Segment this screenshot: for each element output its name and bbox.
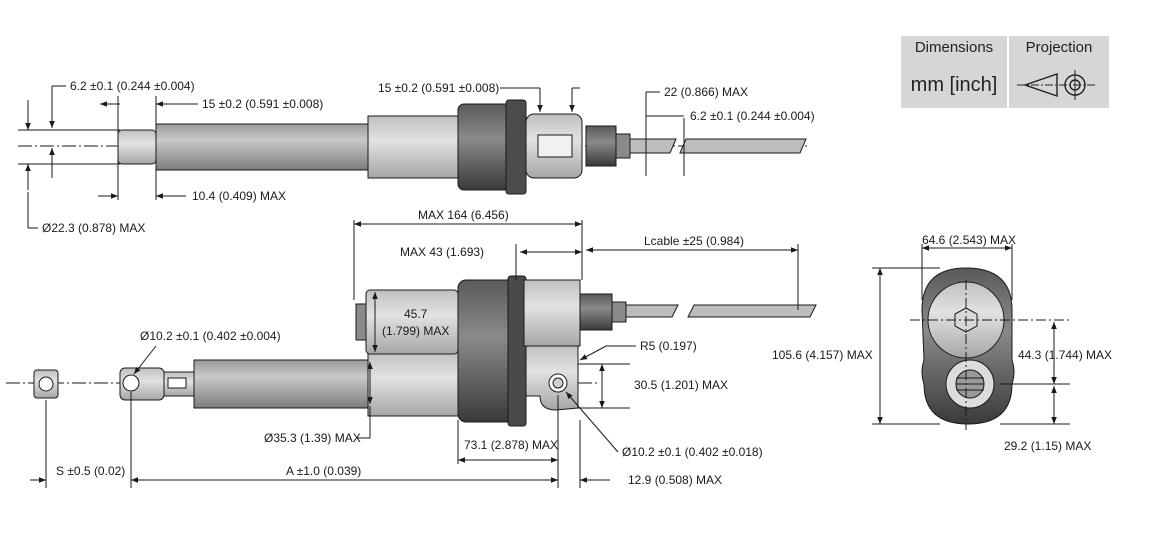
projection-header: Projection [1025,39,1093,56]
dimension-labels: 6.2 ±0.1 (0.244 ±0.004) 15 ±0.2 (0.591 ±… [42,79,1112,487]
dim-end-height: 105.6 (4.157) MAX [772,348,873,362]
units-label: mm [inch] [910,74,998,96]
side-view [6,220,817,488]
top-cable [629,138,677,154]
dim-tube-dia: Ø35.3 (1.39) MAX [264,431,361,445]
dim-overall-len: MAX 164 (6.456) [418,208,509,222]
dim-motor-dia-inch: (1.799) MAX [382,324,449,338]
dim-top-rod-end-dia: 6.2 ±0.1 (0.244 ±0.004) [70,79,195,93]
side-cable-gland [579,293,613,331]
dim-motor-dia-value: 45.7 [404,307,428,321]
dim-top-rear-slot-len: 15 ±0.2 (0.591 ±0.008) [378,81,499,95]
dim-top-body-dia: Ø22.3 (0.878) MAX [42,221,145,235]
first-angle-projection-icon [1017,70,1095,100]
dim-rear-offset: 12.9 (0.508) MAX [628,473,722,487]
dim-top-cable-gland-len: 22 (0.866) MAX [664,85,748,99]
side-motor [365,289,459,355]
dim-stroke: S ±0.5 (0.02) [56,464,125,478]
top-view [18,85,810,229]
dim-top-rod-end-len: 10.4 (0.409) MAX [192,189,286,203]
side-cable [625,304,679,318]
dim-motor-len: MAX 43 (1.693) [400,245,484,259]
top-rod-tube [155,123,369,171]
dim-top-rear-end-dia: 6.2 ±0.1 (0.244 ±0.004) [690,109,815,123]
dim-top-slot-len: 15 ±0.2 (0.591 ±0.008) [202,97,323,111]
dimensions-header: Dimensions [914,39,994,56]
dim-mount-len: A ±1.0 (0.039) [286,464,361,478]
end-view [872,244,1070,430]
dim-rear-hole: Ø10.2 ±0.1 (0.402 ±0.018) [622,445,763,459]
dim-bracket-height: 30.5 (1.201) MAX [634,378,728,392]
dim-end-lower-center: 29.2 (1.15) MAX [1004,439,1091,453]
dim-end-upper-center: 44.3 (1.744) MAX [1018,348,1112,362]
dim-bracket-len: 73.1 (2.878) MAX [464,438,558,452]
side-tube [193,359,369,409]
dim-radius: R5 (0.197) [640,339,697,353]
units-legend: Dimensions Projection mm [inch] [901,36,1109,108]
dim-front-hole: Ø10.2 ±0.1 (0.402 ±0.004) [140,329,281,343]
top-cable-gland [585,125,617,167]
dim-end-width: 64.6 (2.543) MAX [922,233,1016,247]
dim-cable-len: Lcable ±25 (0.984) [644,234,744,248]
legend-divider [1007,36,1009,108]
top-rod-end [117,129,157,165]
